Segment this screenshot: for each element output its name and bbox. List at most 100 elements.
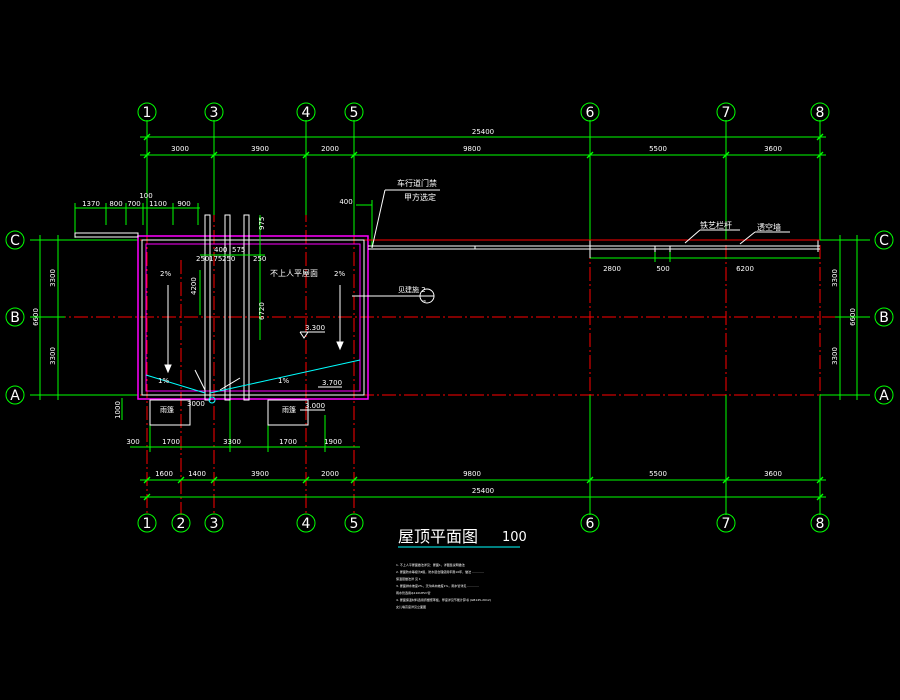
parapet-strips (204, 214, 250, 401)
gate-label-line1: 车行道门禁 (397, 178, 437, 188)
axis-label-c: C (10, 233, 20, 249)
axis-label-8: 8 (816, 516, 825, 532)
front-wall (74, 232, 820, 258)
roof-slope-lines (145, 359, 361, 394)
axis-label-7: 7 (722, 516, 731, 532)
building-outline (137, 235, 369, 400)
axis-label-1: 1 (143, 516, 152, 532)
canopy-right-label: 雨篷 (282, 405, 296, 414)
bottom-dimension-texts: 300 1700 3300 1700 1900 1600 1400 3900 2… (114, 401, 782, 495)
note-line: 3. 屋面排水坡度2%，天沟纵向坡度1%，雨水管详见 ………… (396, 583, 479, 588)
dim-3000: 3000 (187, 400, 205, 408)
detail-label: 见建施 2 (398, 285, 426, 294)
axis-labels-top: 1 3 4 5 6 7 8 (143, 105, 825, 121)
detail-callout (352, 288, 435, 304)
top-dimension-texts: 25400 3000 3900 2000 9800 5500 3600 100 … (82, 128, 782, 273)
elevation-label: 3.700 (322, 379, 342, 387)
dim-small-top: 100 (139, 192, 152, 200)
dim-right-top: 3300 (831, 269, 839, 287)
axis-bubbles-side (5, 230, 894, 405)
canopy-right (267, 399, 309, 426)
axis-label-5: 5 (350, 105, 359, 121)
dim-right-seg: 6200 (736, 265, 754, 273)
axis-lines (30, 120, 870, 515)
dim-bottom-row2: 3600 (764, 470, 782, 478)
axis-label-7: 7 (722, 105, 731, 121)
drawing-title: 屋顶平面图 (398, 527, 478, 546)
slope-label-gutter-left: 1% (158, 377, 169, 385)
dim-top-seg: 3900 (251, 145, 269, 153)
dim-4200: 4200 (190, 277, 198, 295)
axis-label-3: 3 (210, 105, 219, 121)
side-dimensions (30, 235, 870, 400)
note-line: 女儿墙高度详见立面图 (396, 604, 426, 609)
dim-bottom-row2: 2000 (321, 470, 339, 478)
dim-bottom-row1: 1700 (162, 438, 180, 446)
gate-callout (371, 189, 440, 249)
dim-bottom-total: 25400 (472, 487, 494, 495)
side-dimension-texts: 3300 3300 6600 3300 3300 6600 (32, 269, 857, 365)
dim-bottom-row2: 5500 (649, 470, 667, 478)
dim-top-seg: 3600 (764, 145, 782, 153)
dim-small: 700 (127, 200, 140, 208)
axis-label-a: A (10, 388, 20, 404)
dim-left-top: 3300 (49, 269, 57, 287)
dim-top-seg: 2000 (321, 145, 339, 153)
roof-type-label: 不上人平屋面 (270, 269, 318, 278)
dim-bottom-row2: 1400 (188, 470, 206, 478)
roof-arrows (164, 285, 344, 391)
fence-callout (684, 229, 790, 245)
dim-small: 800 (109, 200, 122, 208)
axis-label-8: 8 (816, 105, 825, 121)
dim-right-bottom: 3300 (831, 347, 839, 365)
canopy-left-label: 雨篷 (160, 405, 174, 414)
dim-1000: 1000 (114, 401, 122, 419)
axis-bubbles-bottom (137, 513, 830, 533)
dim-room: 175 (209, 255, 222, 263)
canopy-left (149, 399, 191, 426)
dim-top-seg: 9800 (463, 145, 481, 153)
drawing-scale: 100 (502, 530, 527, 545)
enclosure-label: 透空墙 (757, 222, 781, 232)
dim-room: 250 (196, 255, 209, 263)
dim-top-total: 25400 (472, 128, 494, 136)
note-line: 4. 屋面保温材料选用挤塑聚苯板，厚度详见节能计算书 (GB145-2012) (396, 597, 491, 602)
axis-label-6: 6 (586, 516, 595, 532)
dim-bottom-row1: 1700 (279, 438, 297, 446)
axis-label-b: B (10, 310, 20, 326)
slope-label-right: 2% (334, 270, 345, 278)
axis-label-3: 3 (210, 516, 219, 532)
axis-labels-side: C B A C B A (10, 233, 889, 404)
dim-top-seg: 5500 (649, 145, 667, 153)
axis-label-2: 2 (177, 516, 186, 532)
axis-label-6: 6 (586, 105, 595, 121)
dim-right-total: 6600 (849, 308, 857, 326)
dim-400: 400 (339, 198, 352, 206)
detail-ref: 08 (422, 299, 426, 303)
dim-bottom-row1: 300 (126, 438, 139, 446)
notes-block: 1. 不上人平屋面做法详见：屋面1，详图集说明做法 2. 屋面防水等级为Ⅱ级，防… (396, 562, 491, 609)
note-line: 1. 不上人平屋面做法详见：屋面1，详图集说明做法 (396, 562, 465, 567)
dim-top-seg: 3000 (171, 145, 189, 153)
dim-6720: 6720 (258, 302, 266, 320)
dim-right-seg: 2800 (603, 265, 621, 273)
note-line: 雨水管选用ф110UPVC管 (396, 590, 430, 595)
gate-label-line2: 甲方选定 (404, 192, 436, 202)
fence-label: 铁艺栏杆 (700, 220, 732, 230)
dim-room: 400 (214, 246, 227, 254)
dim-small: 1100 (149, 200, 167, 208)
dim-bottom-row2: 3900 (251, 470, 269, 478)
axis-label-a: A (879, 388, 889, 404)
axis-label-1: 1 (143, 105, 152, 121)
bottom-dimensions (121, 398, 826, 501)
roof-texts: 250 175 250 400 575 250 975 4200 6720 不上… (158, 217, 345, 410)
axis-label-4: 4 (302, 516, 311, 532)
slope-label-left: 2% (160, 270, 171, 278)
axis-label-4: 4 (302, 105, 311, 121)
note-line: 2. 屋面防水等级为Ⅱ级，防水层合理使用年限10年，做法 ………… (396, 569, 484, 574)
dim-small: 900 (177, 200, 190, 208)
elevation-label: 3.000 (305, 402, 325, 410)
axis-label-b: B (879, 310, 889, 326)
axis-bubbles-top (137, 102, 830, 122)
